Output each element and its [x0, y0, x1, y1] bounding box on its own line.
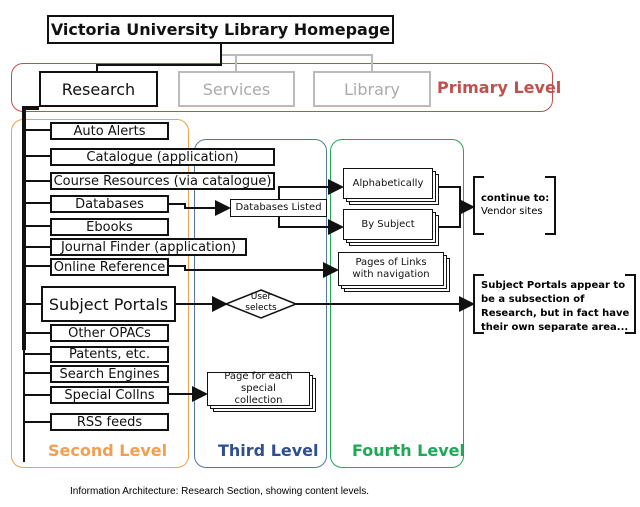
pages-of-links[interactable]: Pages of Links with navigation — [338, 252, 444, 286]
third-level-label: Third Level — [218, 441, 319, 460]
user-selects-decision: User selects — [245, 292, 277, 313]
other-opacs[interactable]: Other OPACs — [50, 324, 169, 342]
second-level-zone — [11, 119, 189, 468]
alphabetically[interactable]: Alphabetically — [343, 168, 433, 199]
continue-heading: continue to: — [481, 193, 550, 204]
fourth-level-label: Fourth Level — [352, 441, 465, 460]
caption: Information Architecture: Research Secti… — [70, 486, 370, 497]
continue-to-note: continue to: Vendor sites — [481, 192, 549, 218]
research-box[interactable]: Research — [39, 71, 158, 107]
databases[interactable]: Databases — [50, 195, 169, 213]
special-collns[interactable]: Special Collns — [50, 386, 169, 404]
services-box[interactable]: Services — [178, 71, 295, 107]
vendor-sites: Vendor sites — [481, 206, 543, 217]
course-resources[interactable]: Course Resources (via catalogue) — [50, 172, 275, 190]
rss-feeds[interactable]: RSS feeds — [50, 413, 169, 431]
special-collection-pages[interactable]: Page for each special collection — [207, 371, 310, 406]
second-level-label: Second Level — [48, 441, 168, 460]
journal-finder[interactable]: Journal Finder (application) — [50, 238, 247, 256]
primary-level-zone — [11, 63, 553, 112]
patents[interactable]: Patents, etc. — [50, 346, 169, 363]
subject-portals-note: Subject Portals appear to be a subsectio… — [481, 280, 630, 333]
homepage-title: Victoria University Library Homepage — [47, 15, 394, 44]
by-subject[interactable]: By Subject — [343, 209, 433, 240]
auto-alerts[interactable]: Auto Alerts — [50, 122, 169, 140]
catalogue[interactable]: Catalogue (application) — [50, 148, 275, 166]
library-box[interactable]: Library — [313, 71, 431, 107]
databases-listed[interactable]: Databases Listed — [230, 199, 327, 217]
subject-portals[interactable]: Subject Portals — [41, 286, 176, 322]
search-engines[interactable]: Search Engines — [50, 365, 169, 383]
online-reference[interactable]: Online Reference — [50, 258, 169, 276]
primary-level-label: Primary Level — [437, 78, 562, 97]
ebooks[interactable]: Ebooks — [50, 218, 169, 236]
